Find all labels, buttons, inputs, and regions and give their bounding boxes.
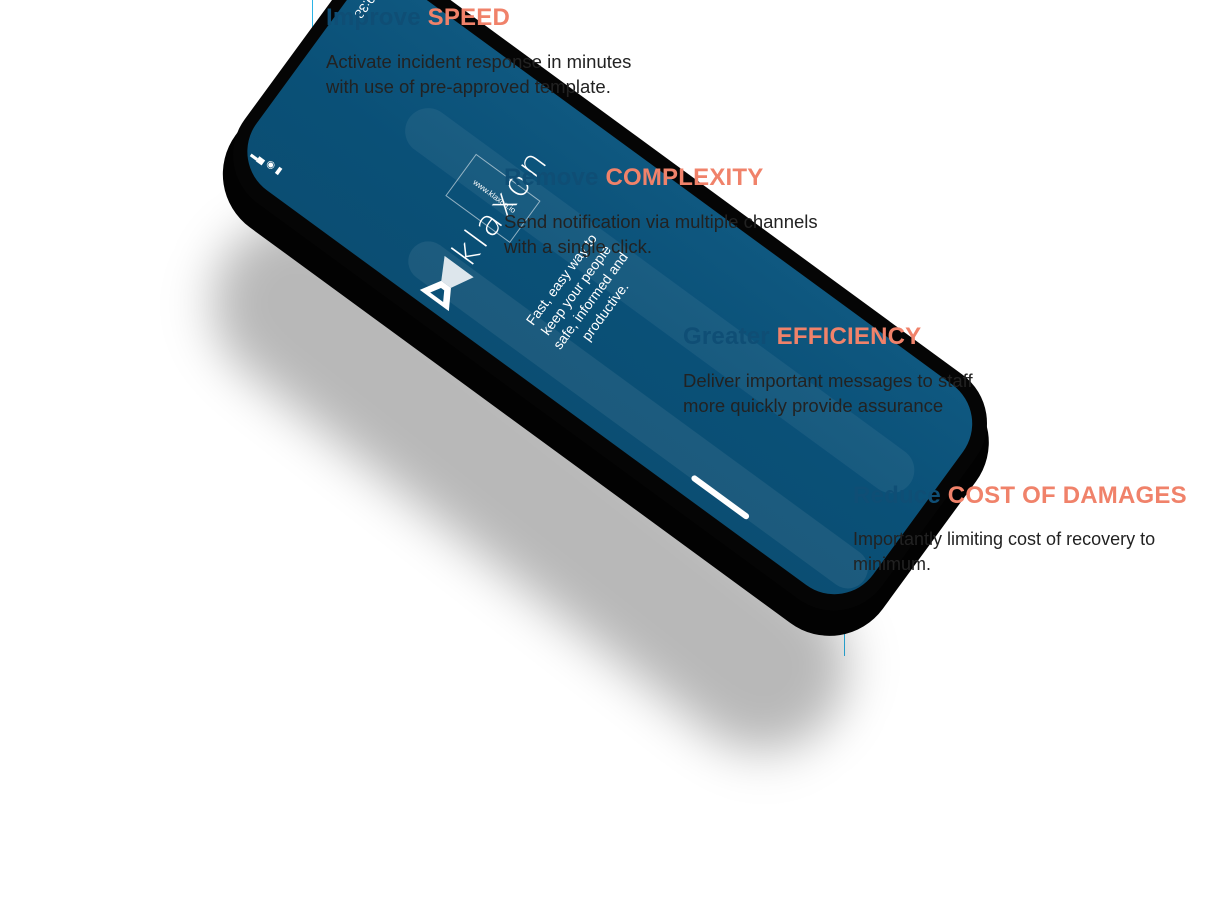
phone-screen: 09:38 ▂▄ ◉ ▮ klaxon www.klaxon.io Fast, … [228,0,992,614]
feature-description-line: Activate incident response in minutes [326,51,632,72]
feature-description-line: Deliver important messages to staff [683,370,973,391]
feature-efficiency: Greater EFFICIENCY Deliver important mes… [683,323,973,418]
megaphone-icon [419,255,474,312]
feature-description-line: Importantly limiting cost of recovery to [853,529,1156,549]
feature-heading: Improve SPEED [326,4,631,32]
status-icons: ▂▄ ◉ ▮ [249,147,285,178]
klaxon-logo: klaxon [411,124,578,321]
feature-description-line: with a single click. [504,236,653,257]
feature-speed: Improve SPEED Activate incident response… [326,4,631,99]
feature-heading-lead: Greater [683,323,770,350]
feature-heading: Reduce COST OF DAMAGES [853,482,1187,510]
feature-description: Deliver important messages to staff more… [683,368,973,418]
feature-description-line: Send notification via multiple channels [504,211,818,232]
feature-heading-accent: COMPLEXITY [605,164,764,191]
feature-cost: Reduce COST OF DAMAGES Importantly limit… [853,482,1187,577]
feature-description-line: with use of pre-approved template. [326,76,611,97]
feature-heading-lead: Reduce [853,482,941,509]
feature-heading-lead: Improve [326,4,421,31]
feature-description: Importantly limiting cost of recovery to… [853,527,1187,577]
feature-heading-accent: EFFICIENCY [776,323,922,350]
feature-description: Activate incident response in minutes wi… [326,49,631,99]
feature-heading-accent: SPEED [427,4,511,31]
feature-heading: Greater EFFICIENCY [683,323,973,351]
feature-heading: Remove COMPLEXITY [504,164,818,192]
feature-complexity: Remove COMPLEXITY Send notification via … [504,164,818,259]
feature-description-line: minimum. [853,554,932,574]
feature-description-line: more quickly provide assurance [683,395,944,416]
phone-body: 09:38 ▂▄ ◉ ▮ klaxon www.klaxon.io Fast, … [209,0,1011,635]
feature-heading-lead: Remove [504,164,599,191]
feature-description: Send notification via multiple channels … [504,209,818,259]
feature-heading-accent: COST OF DAMAGES [947,482,1187,509]
